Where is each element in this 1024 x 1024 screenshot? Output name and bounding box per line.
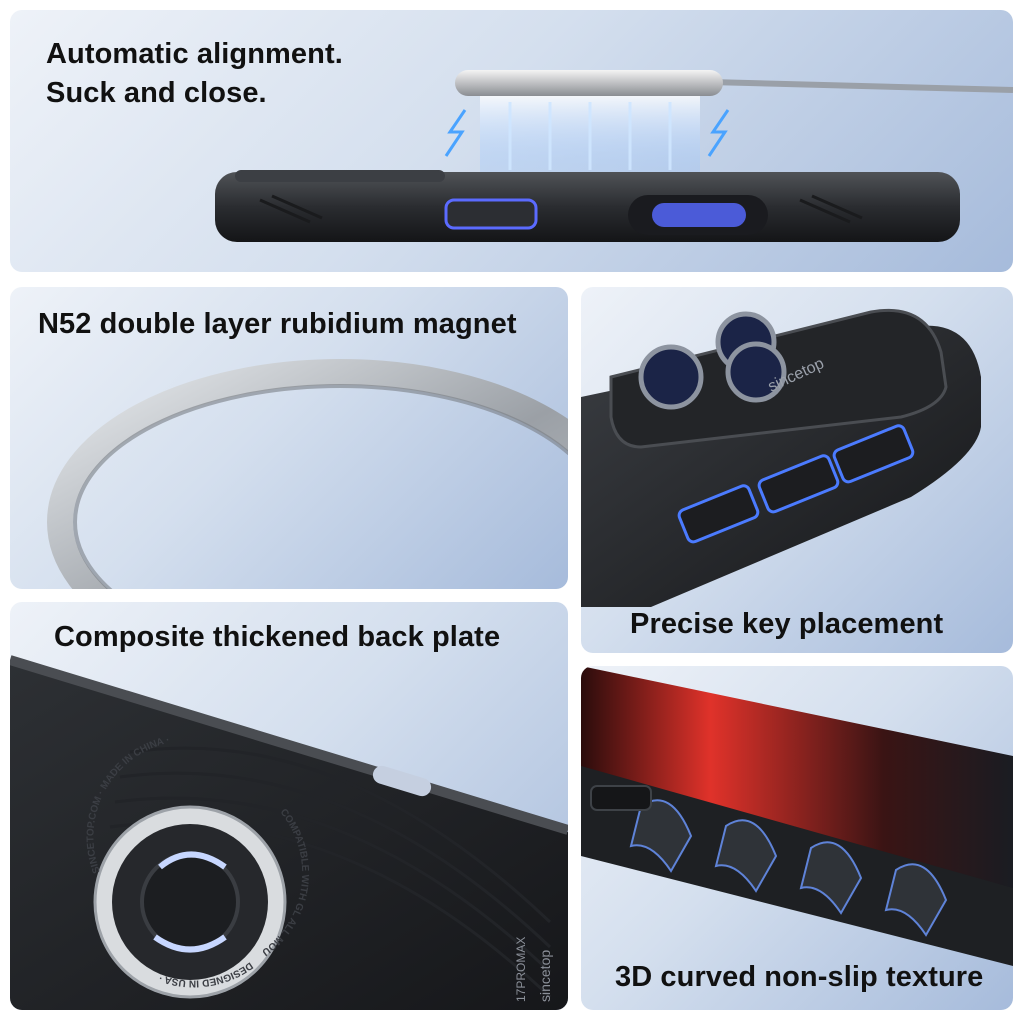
alignment-line-1: Automatic alignment. xyxy=(46,38,343,70)
backplate-panel: SINCETOP.COM · MADE IN CHINA · COMPATIBL… xyxy=(10,602,568,1010)
key-caption: Precise key placement xyxy=(630,608,944,640)
alignment-caption: Automatic alignment. Suck and close. xyxy=(46,35,343,113)
power-button xyxy=(652,203,746,227)
phone-case-side xyxy=(215,172,960,242)
texture-caption: 3D curved non-slip texture xyxy=(615,961,984,993)
side-key-button xyxy=(832,424,915,484)
phone-screen xyxy=(581,666,1013,896)
volume-button xyxy=(444,198,538,230)
charger-cable xyxy=(709,79,1013,93)
model-text: 17PROMAX xyxy=(514,937,528,1002)
key-placement-panel: sincetop Precise key placement xyxy=(581,287,1013,653)
side-key-button xyxy=(677,484,760,544)
lightning-right-icon xyxy=(707,109,730,157)
case-side-grip xyxy=(581,766,1013,966)
magnet-ring xyxy=(47,359,568,589)
magsafe-charger xyxy=(455,70,723,96)
case-corner-illustration: sincetop xyxy=(581,308,981,607)
backplate-illustration: SINCETOP.COM · MADE IN CHINA · COMPATIBL… xyxy=(10,602,568,1010)
texture-illustration xyxy=(581,666,1013,966)
side-button xyxy=(590,785,652,811)
alignment-panel: Automatic alignment. Suck and close. xyxy=(10,10,1013,272)
case-brand-text: sincetop xyxy=(537,950,553,1002)
button-cutout xyxy=(372,765,432,797)
magnet-panel: N52 double layer rubidium magnet xyxy=(10,287,568,589)
texture-panel: 3D curved non-slip texture xyxy=(581,666,1013,1010)
magnet-ring-illustration xyxy=(47,359,568,589)
phone-side-illustration xyxy=(215,70,1013,242)
side-key-button xyxy=(757,454,840,514)
camera-lens-icon xyxy=(638,344,704,410)
alignment-line-2: Suck and close. xyxy=(46,77,267,110)
magnet-caption: N52 double layer rubidium magnet xyxy=(38,308,517,340)
lightning-left-icon xyxy=(444,109,467,157)
backplate-caption: Composite thickened back plate xyxy=(54,621,501,653)
camera-lens-icon xyxy=(725,341,787,403)
